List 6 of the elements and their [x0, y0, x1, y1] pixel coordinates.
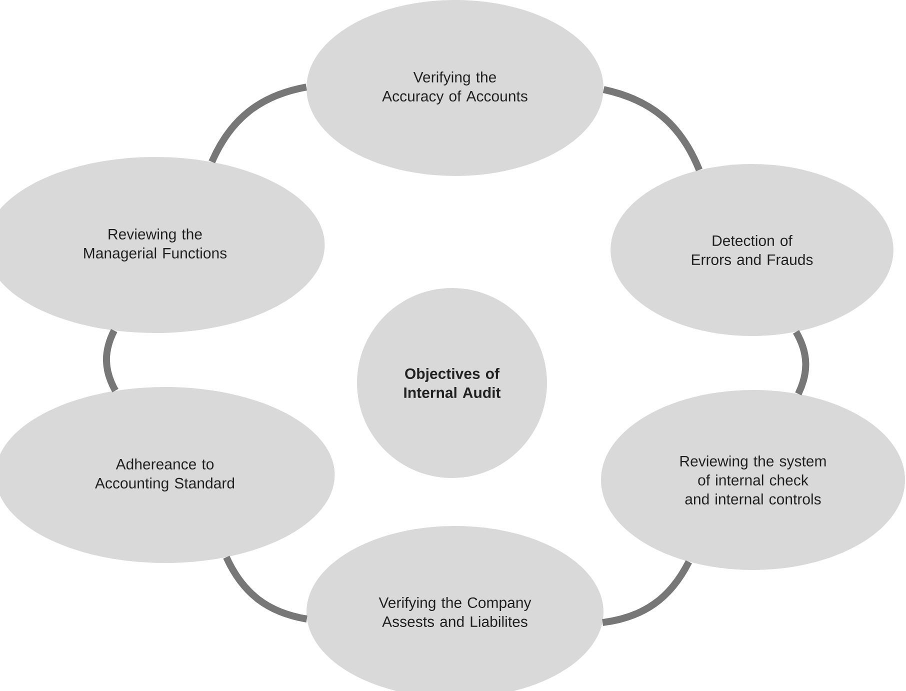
ring-arc — [102, 329, 118, 392]
ring-arc — [208, 84, 308, 164]
ring-arc — [602, 560, 692, 626]
ring-arc — [792, 330, 810, 396]
ring-arc — [602, 86, 702, 172]
ring-arc — [223, 556, 308, 622]
